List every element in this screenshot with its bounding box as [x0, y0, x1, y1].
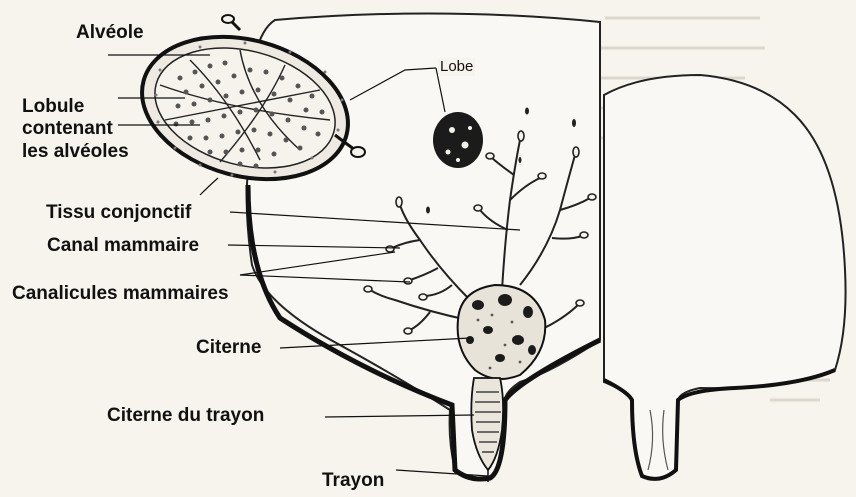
- label-canal-mammaire: Canal mammaire: [47, 235, 199, 257]
- label-lobule-line2: contenant: [22, 118, 129, 140]
- label-canalicules-mammaires: Canalicules mammaires: [12, 283, 229, 305]
- alveole-stalk-end: [222, 15, 234, 23]
- label-citerne: Citerne: [196, 337, 261, 359]
- label-lobule-line3: les alvéoles: [22, 141, 129, 163]
- label-citerne-du-trayon: Citerne du trayon: [107, 405, 264, 427]
- label-lobule: Lobule contenant les alvéoles: [22, 96, 129, 163]
- label-alveole: Alvéole: [76, 22, 144, 44]
- label-tissu-conjonctif: Tissu conjonctif: [46, 202, 191, 224]
- label-lobe: Lobe: [438, 58, 475, 76]
- label-lobule-line1: Lobule: [22, 96, 129, 118]
- lobe-shape: [433, 112, 483, 168]
- label-trayon: Trayon: [322, 470, 384, 492]
